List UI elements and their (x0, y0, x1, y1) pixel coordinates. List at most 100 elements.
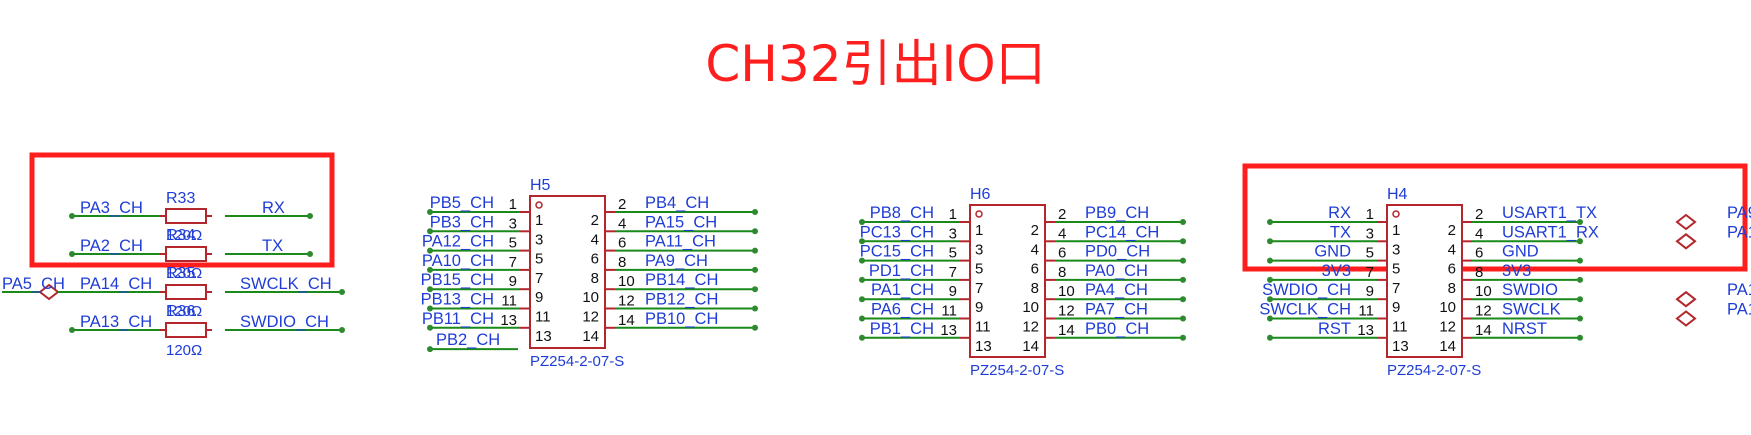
wire-end (1180, 219, 1186, 225)
header-h6: H6PZ254-2-07-S11PB8_CH33PC13_CH55PC15_CH… (859, 186, 1186, 379)
pin-number: 3 (975, 241, 983, 258)
wire-end (1577, 334, 1583, 341)
net-label: PA4_CH (1085, 281, 1148, 299)
port-symbol (1675, 233, 1697, 250)
resistor-value: 120Ω (166, 227, 202, 244)
wire-end (1577, 296, 1583, 303)
header-h5: H5PZ254-2-07-S11PB5_CH33PB3_CH55PA12_CH7… (421, 177, 758, 370)
net-label: PA11_CH (645, 233, 716, 251)
net-label: PB15_CH (421, 271, 494, 289)
net-label: PA0_CH (1085, 262, 1148, 280)
net-label: USART1_TX (1502, 204, 1597, 222)
resistor-value: 120Ω (166, 303, 202, 320)
pin-number: 5 (535, 251, 543, 268)
wire-end (859, 276, 865, 283)
wire-end (427, 209, 433, 215)
headers-layer: H5PZ254-2-07-S11PB5_CH33PB3_CH55PA12_CH7… (421, 177, 1751, 379)
pin-number: 11 (501, 293, 517, 310)
net-label: TX (1330, 223, 1351, 241)
net-label: GND (1314, 243, 1351, 261)
pin1-marker (1392, 210, 1400, 218)
wire-end (1180, 315, 1186, 322)
net-label: PB4_CH (645, 194, 709, 212)
wire-end (752, 209, 758, 215)
wire-end (1267, 334, 1273, 341)
net-label: 3V3 (1322, 262, 1351, 280)
net-label: PA15_CH (645, 213, 717, 231)
pin-number: 7 (975, 280, 983, 297)
wire-end (1577, 315, 1583, 322)
pin-number: 11 (975, 319, 991, 336)
wire-end (1577, 257, 1583, 264)
pin-number: 4 (618, 215, 626, 232)
pin-number: 11 (1392, 319, 1408, 336)
pin-number: 1 (535, 212, 543, 229)
net-label: SWCLK_CH (1259, 301, 1351, 319)
net-label: PB12_CH (645, 291, 718, 309)
resistor-ref: R33 (166, 190, 195, 207)
pin-number: 6 (618, 235, 626, 252)
pin1-marker (975, 210, 983, 218)
wire-end (752, 286, 758, 293)
net-label: PA14_CH (80, 275, 152, 293)
wire-end (859, 296, 865, 303)
pin-number: 5 (1392, 261, 1400, 278)
pin-number: 4 (1475, 225, 1483, 242)
pin-number: 8 (1031, 280, 1039, 297)
port-symbol (1675, 213, 1697, 231)
wire-end (427, 324, 433, 331)
pin-number: 10 (1439, 299, 1456, 316)
pin-number: 1 (949, 206, 957, 223)
pin-number: 14 (1058, 322, 1075, 339)
net-label: PA10_CH (422, 252, 494, 270)
pin-number: 10 (618, 273, 635, 290)
pin-number: 13 (1357, 322, 1374, 339)
pin-number: 4 (1031, 241, 1039, 258)
net-label: GND (1502, 243, 1539, 261)
wire-end (859, 315, 865, 322)
pin-number: 8 (1448, 280, 1456, 297)
net-label: PC15_CH (860, 243, 934, 261)
net-label: PA6_CH (871, 301, 934, 319)
pin-number: 12 (1475, 303, 1492, 320)
pin-number: 10 (582, 289, 599, 306)
pin-number: 9 (535, 289, 543, 306)
pin-number: 9 (949, 283, 957, 300)
pin-number: 8 (591, 270, 599, 287)
pin-number: 14 (1475, 322, 1492, 339)
net-label: PB2_CH (436, 331, 500, 349)
wire-end (1267, 296, 1273, 303)
resistor-ref: R35 (166, 265, 195, 282)
net-label: 3V3 (1502, 262, 1531, 280)
wire-end (859, 238, 865, 245)
pin-number: 2 (591, 212, 599, 229)
wire-end (1577, 219, 1583, 225)
resistor-r34 (165, 246, 207, 262)
wire-end (752, 266, 758, 273)
pin-number: 11 (1358, 303, 1374, 320)
pin-number: 3 (1392, 241, 1400, 258)
net-label: PB3_CH (430, 213, 494, 231)
pin-number: 13 (500, 312, 517, 329)
net-label: TX (262, 237, 283, 255)
pin-number: 5 (949, 245, 957, 262)
port-label: PA13 (1727, 281, 1751, 299)
pin-number: 12 (1058, 303, 1075, 320)
connector-body (529, 195, 606, 349)
net-label: SWDIO_CH (1262, 281, 1351, 299)
pin-number: 2 (1058, 206, 1066, 223)
wire-end (427, 286, 433, 293)
net-label: PB10_CH (645, 310, 718, 328)
net-label: PD0_CH (1085, 243, 1150, 261)
pin-number: 6 (1475, 245, 1483, 262)
pin-number: 8 (1475, 264, 1483, 281)
pin-number: 3 (949, 225, 957, 242)
pin-number: 7 (1366, 264, 1374, 281)
wire-end (752, 305, 758, 312)
port-label: PA10 (1727, 223, 1751, 241)
resistor-block: PA3_CH R33 RX PA2_CH 120Ω R34 TX PA5_CH … (2, 190, 345, 359)
net-label: RX (1328, 204, 1351, 222)
resistor-value: 120Ω (166, 265, 202, 282)
net-label: PA9_CH (645, 252, 708, 270)
